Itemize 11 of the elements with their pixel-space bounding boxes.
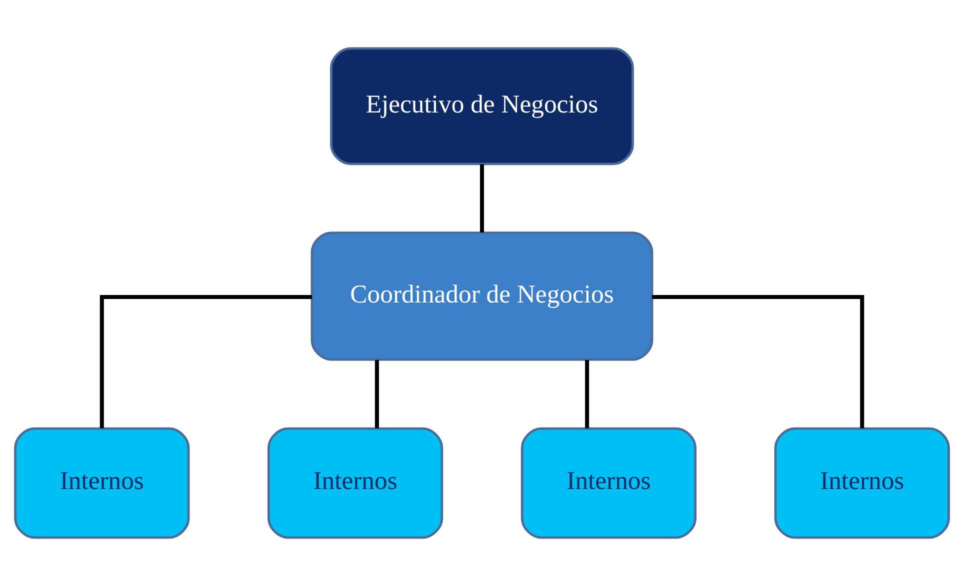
node-box: Internos — [520, 427, 697, 539]
connector — [100, 295, 312, 428]
connector — [374, 360, 379, 428]
connector — [480, 164, 484, 233]
node-box: Internos — [14, 427, 190, 539]
node-box: Coordinador de Negocios — [310, 232, 654, 361]
node-box: Internos — [267, 427, 444, 539]
node-box: Ejecutivo de Negocios — [330, 47, 634, 166]
node-box: Internos — [774, 427, 950, 539]
connector — [652, 295, 864, 428]
connector — [585, 360, 590, 428]
